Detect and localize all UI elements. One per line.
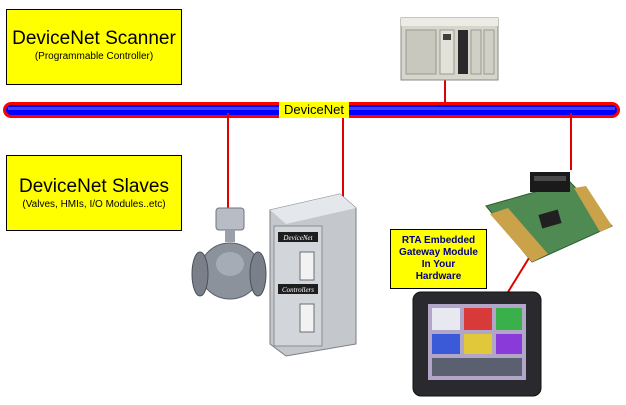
gateway-header-left — [490, 208, 548, 262]
valve-stem — [225, 230, 235, 242]
gateway-header-right — [574, 186, 612, 232]
io-module-image — [269, 193, 357, 357]
gateway-connector — [530, 172, 570, 192]
slaves-subtitle: (Valves, HMIs, I/O Modules..etc) — [22, 199, 166, 210]
hmi-tile-3 — [496, 308, 522, 330]
hmi-status-bar — [432, 358, 522, 376]
scanner-title: DeviceNet Scanner — [12, 28, 176, 49]
gateway-line-1: RTA Embedded — [401, 235, 476, 246]
io-label-mid — [278, 284, 318, 294]
gateway-connector-pins — [534, 176, 566, 181]
hmi-tile-1 — [432, 308, 460, 330]
plc-power-supply — [405, 29, 437, 75]
plc-module-b — [483, 29, 495, 75]
io-connector-bottom — [299, 303, 315, 333]
io-maker-text: Controllers — [282, 286, 314, 294]
valve-highlight — [216, 252, 244, 276]
plc-processor — [439, 29, 455, 75]
valve-flange-right — [249, 251, 267, 297]
io-label-top — [278, 232, 318, 242]
io-top — [270, 194, 356, 224]
hmi-panel-image — [412, 291, 542, 397]
hmi-tile-6 — [496, 334, 522, 354]
valve-flange-left — [191, 251, 209, 297]
gateway-line-4: Hardware — [415, 271, 462, 282]
gateway-callout: RTA Embedded Gateway Module In Your Hard… — [390, 229, 487, 289]
plc-top — [401, 18, 498, 26]
bus-label: DeviceNet — [279, 102, 349, 118]
gateway-chip — [538, 209, 562, 229]
plc-display — [443, 34, 451, 40]
valve-image — [191, 207, 267, 300]
hmi-tile-2 — [464, 308, 492, 330]
plc-rack-image — [400, 17, 499, 81]
hmi-tile-4 — [432, 334, 460, 354]
scanner-callout: DeviceNet Scanner (Programmable Controll… — [6, 9, 182, 85]
gateway-line-3: In Your — [421, 259, 456, 270]
io-connector-top — [299, 251, 315, 281]
io-brand-text: DeviceNet — [282, 234, 313, 242]
plc-slot — [458, 30, 468, 74]
valve-actuator — [215, 207, 245, 231]
slaves-callout: DeviceNet Slaves (Valves, HMIs, I/O Modu… — [6, 155, 182, 231]
scanner-subtitle: (Programmable Controller) — [34, 51, 154, 62]
hmi-tile-5 — [464, 334, 492, 354]
slaves-title: DeviceNet Slaves — [19, 176, 169, 197]
plc-module-a — [470, 29, 482, 75]
gateway-line-2: Gateway Module — [399, 247, 478, 258]
gateway-board-image — [485, 172, 613, 263]
